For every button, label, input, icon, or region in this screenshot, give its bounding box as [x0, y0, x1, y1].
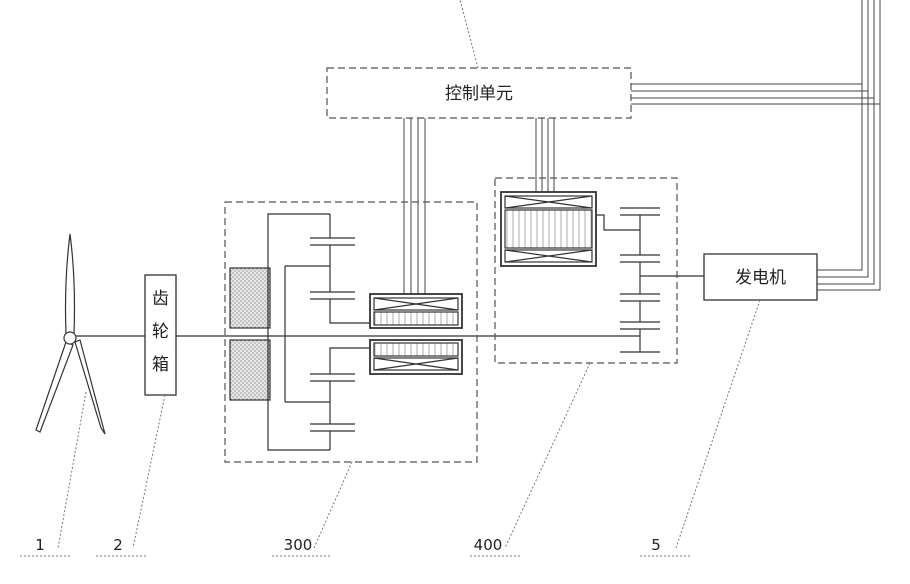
control-cable-400 [536, 118, 554, 192]
wind-turbine-rotor [36, 234, 105, 434]
gearbox-char-2: 轮 [152, 322, 169, 342]
clutch-lower-300 [370, 340, 462, 374]
generator-label: 发电机 [735, 268, 786, 288]
blade-left [36, 342, 73, 432]
reference-leaders [20, 300, 760, 556]
control-unit-label: 控制单元 [445, 84, 513, 104]
module-300-box [225, 202, 477, 462]
ref-300: 300 [284, 536, 313, 554]
control-unit-leader [460, 0, 478, 68]
brake-block-lower [230, 340, 270, 400]
control-cable-300 [404, 118, 425, 294]
control-cable-right [631, 0, 880, 104]
rotor-hub [64, 332, 76, 344]
gearbox-char-1: 齿 [152, 289, 169, 309]
ref-2: 2 [113, 536, 123, 554]
gearbox-char-3: 箱 [152, 355, 169, 375]
clutch-upper-300 [370, 294, 462, 328]
planetary-frame-400 [596, 208, 704, 352]
brake-block-upper [230, 268, 270, 328]
ref-1: 1 [35, 536, 45, 554]
planetary-frame-300 [268, 214, 372, 450]
blade-up [66, 234, 75, 334]
blade-right [75, 340, 105, 434]
ref-400: 400 [474, 536, 503, 554]
generator-cable [817, 0, 880, 290]
ref-5: 5 [651, 536, 661, 554]
clutch-400 [501, 192, 596, 266]
